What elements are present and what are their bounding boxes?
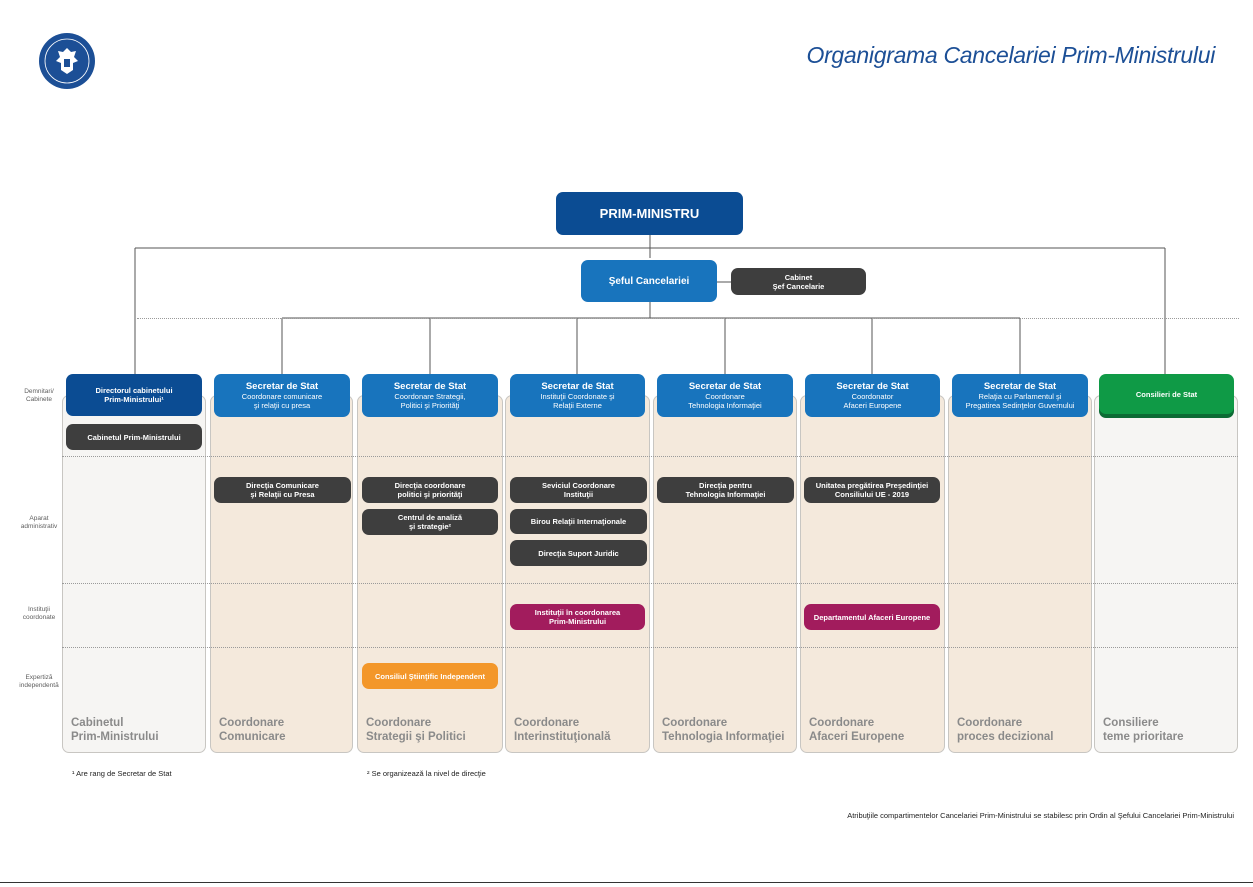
institution-label: Departamentul Afaceri Europene: [813, 612, 931, 622]
column-interinstitutional: Coordonare Interinstituţională: [505, 395, 650, 753]
dept-policy-coordination-box: Direcţia coordonare politici şi priorită…: [362, 477, 498, 503]
dept-label: Birou Relaţii Internaţionale: [530, 517, 627, 526]
column-it: Coordonare Tehnologia Informaţiei: [653, 395, 797, 753]
head-subtitle: Coordonare Tehnologia Informaţiei: [688, 392, 762, 410]
head-cabinet-director: Directorul cabinetului Prim-Ministrului¹: [66, 374, 202, 416]
dept-legal-support-box: Direcţia Suport Juridic: [510, 540, 647, 566]
government-logo: [38, 32, 96, 90]
dept-international-relations-box: Birou Relaţii Internaţionale: [510, 509, 647, 534]
institution-label: Instituţii în coordonarea Prim-Ministrul…: [534, 608, 621, 626]
head-secretary-parliament: Secretar de Stat Relaţia cu Parlamentul …: [952, 374, 1088, 417]
coordinated-institutions-box: Instituţii în coordonarea Prim-Ministrul…: [510, 604, 645, 630]
dotted-separator-row2: [62, 583, 1238, 584]
dept-analysis-center-box: Centrul de analiză şi strategie²: [362, 509, 498, 535]
page-title: Organigrama Cancelariei Prim-Ministrului: [806, 42, 1215, 68]
column-state-advisors: Consiliere teme prioritare: [1094, 395, 1238, 753]
dept-communication-box: Direcţia Comunicare şi Relaţii cu Presa: [214, 477, 351, 503]
chief-cabinet-box: Cabinet Şef Cancelarie: [731, 268, 866, 295]
column-footer: Consiliere teme prioritare: [1103, 717, 1184, 743]
dotted-separator-top: [137, 318, 1239, 319]
government-seal-icon: [39, 33, 95, 89]
head-title: Secretar de Stat: [541, 381, 614, 392]
column-footer: Coordonare Comunicare: [219, 717, 286, 743]
dept-it-box: Direcţia pentru Tehnologia Informaţiei: [657, 477, 794, 503]
dotted-separator-row3: [62, 647, 1238, 648]
dotted-separator-row1: [62, 456, 1238, 457]
prime-minister-box: PRIM-MINISTRU: [556, 192, 743, 235]
footnote-1: ¹ Are rang de Secretar de Stat: [72, 769, 172, 778]
head-state-advisors: Consilieri de Stat: [1099, 374, 1234, 414]
dept-label: Seviciul Coordonare Instituţii: [542, 481, 615, 499]
column-decision-process: Coordonare proces decizional: [948, 395, 1092, 753]
head-subtitle: Coordonator Afaceri Europene: [843, 392, 902, 410]
head-secretary-strategies: Secretar de Stat Coordonare Strategii, P…: [362, 374, 498, 417]
column-european-affairs: Coordonare Afaceri Europene: [800, 395, 945, 753]
column-footer: Coordonare Afaceri Europene: [809, 717, 905, 743]
head-title: Secretar de Stat: [983, 381, 1057, 392]
bottom-rule: [0, 882, 1253, 883]
head-secretary-european-affairs: Secretar de Stat Coordonator Afaceri Eur…: [805, 374, 940, 417]
footnote-2: ² Se organizează la nivel de direcţie: [367, 769, 486, 778]
head-secretary-institutions: Secretar de Stat Instituţii Coordonate ş…: [510, 374, 645, 417]
european-affairs-department-box: Departamentul Afaceri Europene: [804, 604, 940, 630]
head-title: Secretar de Stat: [688, 381, 762, 392]
head-title: Secretar de Stat: [393, 381, 467, 392]
dept-label: Unitatea pregătirea Preşedinţiei Consili…: [815, 481, 929, 499]
head-title: Secretar de Stat: [836, 381, 909, 392]
column-footer: Coordonare Interinstituţională: [514, 717, 611, 743]
head-subtitle: Coordonare Strategii, Politici şi Priori…: [394, 392, 466, 410]
chief-cabinet-label: Cabinet Şef Cancelarie: [772, 272, 825, 291]
column-communication: Coordonare Comunicare: [210, 395, 353, 753]
row-label-aparat: Aparat administrativ: [20, 515, 58, 530]
cabinet-pm-label: Cabinetul Prim-Ministrului: [87, 432, 181, 442]
row-label-institutii: Instituţii coordonate: [22, 606, 56, 621]
head-secretary-it: Secretar de Stat Coordonare Tehnologia I…: [657, 374, 793, 417]
row-label-demnitari: Demnitari/ Cabinete: [24, 388, 54, 403]
head-subtitle: Coordonare comunicare şi relaţii cu pres…: [241, 392, 323, 410]
column-strategies: Coordonare Strategii şi Politici: [357, 395, 503, 753]
head-subtitle: Relaţia cu Parlamentul şi Pregatirea Sed…: [965, 392, 1075, 410]
column-footer: Cabinetul Prim-Ministrului: [71, 717, 159, 743]
dept-eu-presidency-box: Unitatea pregătirea Preşedinţiei Consili…: [804, 477, 940, 503]
dept-label: Direcţia coordonare politici şi priorită…: [394, 481, 466, 499]
column-footer: Coordonare Strategii şi Politici: [366, 717, 466, 743]
scientific-council-box: Consiliul Ştiinţific Independent: [362, 663, 498, 689]
dept-label: Direcţia Comunicare şi Relaţii cu Presa: [246, 481, 319, 499]
dept-label: Centrul de analiză şi strategie²: [397, 513, 463, 531]
chief-box: Şeful Cancelariei: [581, 260, 717, 302]
head-secretary-communication: Secretar de Stat Coordonare comunicare ş…: [214, 374, 350, 417]
dept-label: Direcţia Suport Juridic: [538, 548, 619, 558]
dept-label: Direcţia pentru Tehnologia Informaţiei: [685, 481, 766, 499]
head-subtitle: Prim-Ministrului¹: [104, 395, 164, 404]
head-title: Consilieri de Stat: [1135, 389, 1198, 399]
column-footer: Coordonare Tehnologia Informaţiei: [662, 717, 785, 743]
row-label-expertiza: Expertiză independentă: [19, 674, 59, 689]
column-cabinet: Cabinetul Prim-Ministrului: [62, 395, 206, 753]
chief-label: Şeful Cancelariei: [608, 275, 690, 287]
bottom-note: Atribuţiile compartimentelor Cancelariei…: [847, 811, 1234, 820]
dept-institutions-service-box: Seviciul Coordonare Instituţii: [510, 477, 647, 503]
head-title: Directorul cabinetului: [95, 386, 173, 395]
head-title: Secretar de Stat: [245, 381, 319, 392]
expert-label: Consiliul Ştiinţific Independent: [375, 671, 485, 681]
head-subtitle: Instituţii Coordonate şi Relaţii Externe: [540, 392, 615, 410]
prime-minister-label: PRIM-MINISTRU: [599, 206, 700, 221]
column-footer: Coordonare proces decizional: [957, 717, 1054, 743]
cabinet-pm-box: Cabinetul Prim-Ministrului: [66, 424, 202, 450]
